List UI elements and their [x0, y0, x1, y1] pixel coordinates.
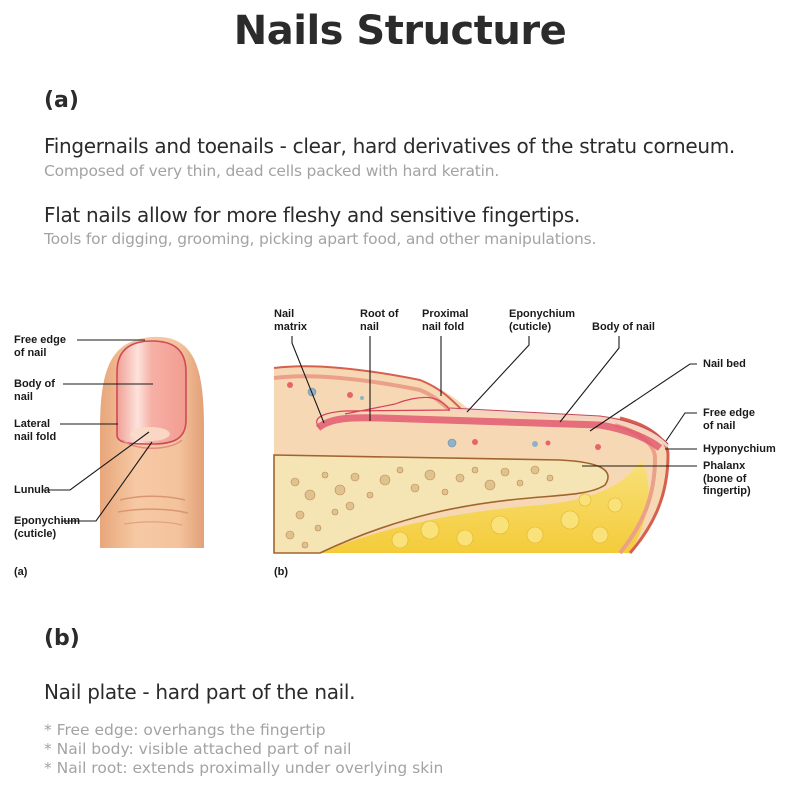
label-text-line: nail fold: [422, 320, 465, 333]
label-text-line: Nail bed: [703, 358, 746, 370]
label-text-line: Phalanx: [703, 460, 746, 472]
label-text-line: fingertip): [703, 485, 751, 497]
section-a-point-1-main: Fingernails and toenails - clear, hard d…: [44, 134, 735, 158]
label-text-line: Nail: [274, 308, 295, 320]
section-b-label: (b): [44, 626, 80, 651]
label-nail-bed: Nail bed: [703, 358, 746, 371]
nail-root-and-matrix: [316, 396, 452, 429]
label-body-of-nail-a: Body of nail: [14, 378, 55, 403]
label-text-line: of nail: [14, 346, 47, 359]
subcutaneous-fat: [320, 460, 649, 553]
figure-b-caption: (b): [274, 566, 289, 578]
label-text-line: nail: [360, 320, 379, 333]
lunula: [130, 427, 170, 441]
label-lunula: Lunula: [14, 484, 50, 497]
eponychium-fold: [121, 439, 183, 449]
label-text-line: Hyponychium: [703, 443, 776, 455]
nail-plate: [116, 340, 187, 445]
figure-a-leader-lines: [42, 339, 153, 522]
section-a-point-2-sub: Tools for digging, grooming, picking apa…: [44, 230, 597, 248]
label-free-edge-of-nail-b: Free edge of nail: [703, 407, 755, 432]
label-eponychium-b: Eponychium (cuticle): [509, 308, 575, 333]
label-body-of-nail-b: Body of nail: [592, 321, 655, 334]
label-root-of-nail: Root of nail: [360, 308, 398, 333]
label-text-line: Root of: [360, 308, 399, 320]
label-text-line: Free edge: [14, 334, 66, 346]
label-text-line: (cuticle): [14, 527, 57, 540]
fat-globules: [391, 493, 623, 549]
label-hyponychium: Hyponychium: [703, 443, 776, 456]
label-text-line: Lateral: [14, 418, 51, 430]
section-a-label: (a): [44, 88, 79, 113]
label-text-line: (cuticle): [509, 320, 552, 333]
label-phalanx: Phalanx (bone of fingertip): [703, 460, 751, 498]
section-b-bullet-free-edge: * Free edge: overhangs the fingertip: [44, 721, 326, 739]
nail-bed-band: [315, 414, 663, 451]
label-text-line: matrix: [274, 320, 308, 333]
label-proximal-nail-fold: Proximal nail fold: [422, 308, 468, 333]
label-text-line: Free edge: [703, 407, 755, 419]
label-lateral-nail-fold: Lateral nail fold: [14, 418, 56, 443]
figure-b-leader-lines: [291, 336, 697, 467]
section-a-point-2-main: Flat nails allow for more fleshy and sen…: [44, 203, 581, 227]
label-text-line: Body of: [14, 378, 55, 390]
label-text-line: Body of nail: [592, 321, 655, 333]
figure-a-caption: (a): [14, 566, 28, 578]
label-text-line: of nail: [703, 419, 736, 432]
section-a-point-1-sub: Composed of very thin, dead cells packed…: [44, 162, 500, 180]
label-free-edge-of-nail-a: Free edge of nail: [14, 334, 66, 359]
section-b-bullet-nail-root: * Nail root: extends proximally under ov…: [44, 759, 444, 777]
section-b-main: Nail plate - hard part of the nail.: [44, 680, 356, 704]
label-text-line: nail fold: [14, 430, 57, 443]
bone-pores: [285, 465, 554, 549]
label-text-line: Lunula: [14, 484, 51, 496]
label-eponychium-a: Eponychium (cuticle): [14, 515, 80, 540]
label-text-line: Eponychium: [509, 308, 576, 320]
label-text-line: (bone of: [703, 472, 747, 485]
section-b-bullet-nail-body: * Nail body: visible attached part of na…: [44, 740, 352, 758]
nail-plate-section: [449, 408, 670, 448]
page-title: Nails Structure: [233, 8, 567, 54]
label-text-line: Eponychium: [14, 515, 81, 527]
label-nail-matrix: Nail matrix: [274, 308, 307, 333]
label-text-line: nail: [14, 390, 33, 403]
label-text-line: Proximal: [422, 308, 469, 320]
